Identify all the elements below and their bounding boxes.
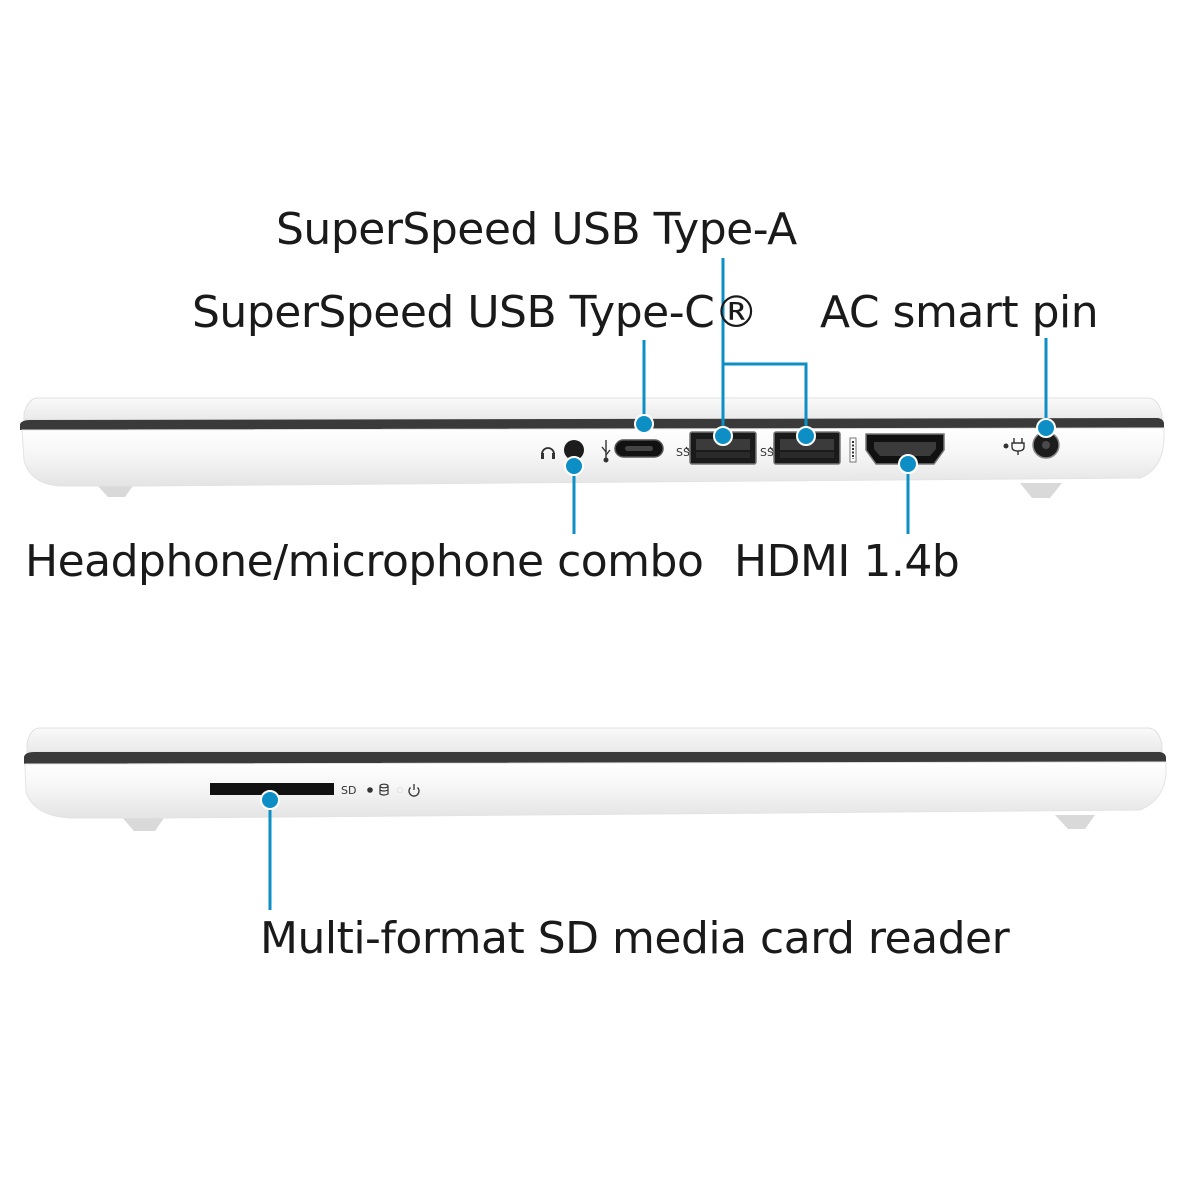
laptop-seam [20,418,1164,430]
laptop-lid [26,727,1163,753]
laptop-lid [23,397,1163,421]
charge-indicator-light [1003,443,1009,449]
power-icon [408,784,420,797]
callout-usb-a: SuperSpeed USB Type-A [276,204,797,255]
callout-leaders [268,258,1048,910]
hdmi-icon [849,437,857,463]
sd-card-slot [210,783,334,795]
laptop-seam [24,752,1166,764]
callout-headphone: Headphone/microphone combo [25,536,703,587]
marker-ac-pin [1036,418,1056,438]
sd-activity-light [367,787,373,793]
usb-icon [601,440,611,463]
laptop-foot-left [120,815,166,831]
callout-hdmi: HDMI 1.4b [734,536,959,587]
svg-text:SS: SS [676,446,690,459]
laptop-base [21,427,1165,487]
svg-text:SS: SS [760,446,774,459]
marker-sd [260,790,280,810]
marker-usb-a-2 [796,426,816,446]
callout-markers [260,414,1056,810]
leader-usb-a [721,258,808,434]
marker-headphone [564,456,584,476]
laptop-foot-left [95,483,135,497]
power-light [396,787,403,794]
laptop-foot-right [1055,815,1095,829]
marker-usb-a-1 [713,426,733,446]
hdmi-port [865,433,945,465]
laptop-right-side: SS SS [20,397,1165,498]
sd-label: SD [341,784,356,797]
laptop-base [24,761,1167,819]
marker-hdmi [898,454,918,474]
plug-icon [1011,438,1025,455]
storage-icon [379,783,389,796]
headphone-icon [541,447,555,459]
callout-ac-pin: AC smart pin [820,287,1098,338]
callout-sd-reader: Multi-format SD media card reader [260,913,1011,964]
marker-usb-c [634,414,654,434]
laptop-foot-right [1020,483,1062,498]
laptop-left-side: SD [24,727,1167,831]
callout-usb-c: SuperSpeed USB Type-C® [192,287,758,338]
headphone-jack [564,440,584,460]
